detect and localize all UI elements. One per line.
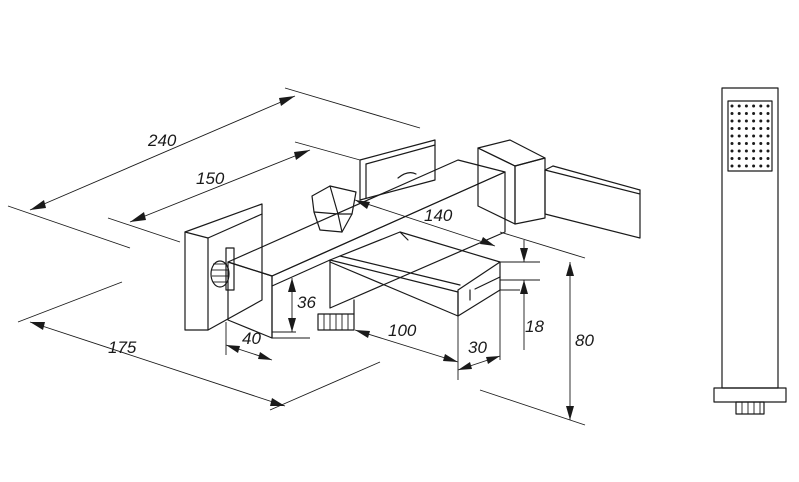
- nozzle-dot: [752, 164, 756, 168]
- nozzle-dot: [730, 119, 734, 123]
- nozzle-dot: [766, 127, 770, 130]
- nozzle-dot: [759, 112, 763, 115]
- nozzle-dot: [730, 127, 734, 130]
- nozzle-dot: [766, 157, 770, 160]
- nozzle-dot: [744, 127, 748, 130]
- nozzle-dot: [730, 134, 734, 138]
- lever-handle: [477, 139, 641, 239]
- dim-100: 100: [388, 321, 417, 340]
- nozzle-dot: [744, 134, 748, 138]
- nozzle-dot: [744, 164, 748, 168]
- nozzle-dot: [730, 142, 734, 145]
- nozzle-dot: [744, 104, 748, 108]
- nozzle-dot: [730, 112, 734, 115]
- dim-140: 140: [424, 206, 453, 225]
- nozzle-dot: [752, 134, 756, 138]
- nozzle-dot: [744, 157, 748, 160]
- nozzle-dot: [744, 142, 748, 145]
- nozzle-dot: [752, 142, 756, 145]
- nozzle-dot: [737, 112, 741, 115]
- nozzle-dot: [766, 134, 770, 138]
- nozzle-dot: [744, 149, 748, 153]
- nozzle-dot: [752, 112, 756, 115]
- shower-base: [713, 387, 787, 403]
- nozzle-dot: [737, 104, 741, 108]
- hand-shower: [713, 87, 787, 415]
- nozzle-dot: [766, 104, 770, 108]
- side-knob: [210, 247, 235, 291]
- nozzle-dot: [766, 142, 770, 145]
- nozzle-dot: [766, 149, 770, 153]
- nozzle-dot: [766, 164, 770, 168]
- nozzle-dot: [737, 127, 741, 130]
- dimension-lines: [7, 87, 586, 426]
- left-escutcheon: [184, 203, 263, 331]
- nozzle-dot: [759, 149, 763, 153]
- nozzle-dot: [730, 149, 734, 153]
- nozzle-dot: [737, 157, 741, 160]
- nozzle-dot: [759, 119, 763, 123]
- nozzle-dot: [752, 119, 756, 123]
- nozzle-dot: [752, 104, 756, 108]
- shower-face: [727, 100, 773, 172]
- dim-240: 240: [147, 131, 177, 150]
- nozzle-dot: [737, 134, 741, 138]
- nozzle-dot: [752, 157, 756, 160]
- nozzle-dot: [752, 149, 756, 153]
- nozzle-dot: [730, 104, 734, 108]
- hose-outlet: [317, 299, 355, 331]
- dim-40: 40: [242, 329, 261, 348]
- nozzle-dot: [744, 112, 748, 115]
- nozzle-dot: [759, 104, 763, 108]
- nozzle-dot: [759, 134, 763, 138]
- dim-36: 36: [297, 293, 316, 312]
- nozzle-dot: [759, 157, 763, 160]
- nozzle-dot: [752, 127, 756, 130]
- nozzle-dot: [766, 112, 770, 115]
- spout: [329, 231, 501, 317]
- nozzle-dot: [759, 127, 763, 130]
- nozzle-dot: [737, 149, 741, 153]
- dim-18: 18: [525, 317, 544, 336]
- right-escutcheon: [359, 139, 436, 201]
- nozzle-dot: [730, 164, 734, 168]
- nozzle-dot: [737, 119, 741, 123]
- nozzle-dot: [737, 142, 741, 145]
- dim-175: 175: [108, 338, 137, 357]
- nozzle-dot: [730, 157, 734, 160]
- dimension-labels: 240 150 140 175 40 36 100 30 18 80: [108, 131, 594, 357]
- nozzle-dot: [759, 164, 763, 168]
- nozzle-dot: [766, 119, 770, 123]
- shower-head-body: [721, 87, 779, 389]
- hose-connector: [735, 401, 765, 415]
- top-knob: [311, 185, 357, 233]
- nozzle-dot: [744, 119, 748, 123]
- nozzle-dot: [759, 142, 763, 145]
- nozzle-dot: [737, 164, 741, 168]
- dim-150: 150: [196, 169, 225, 188]
- shower-nozzles: [730, 104, 770, 168]
- dim-30: 30: [468, 338, 487, 357]
- mixer-body: [184, 139, 641, 339]
- dim-80: 80: [575, 331, 594, 350]
